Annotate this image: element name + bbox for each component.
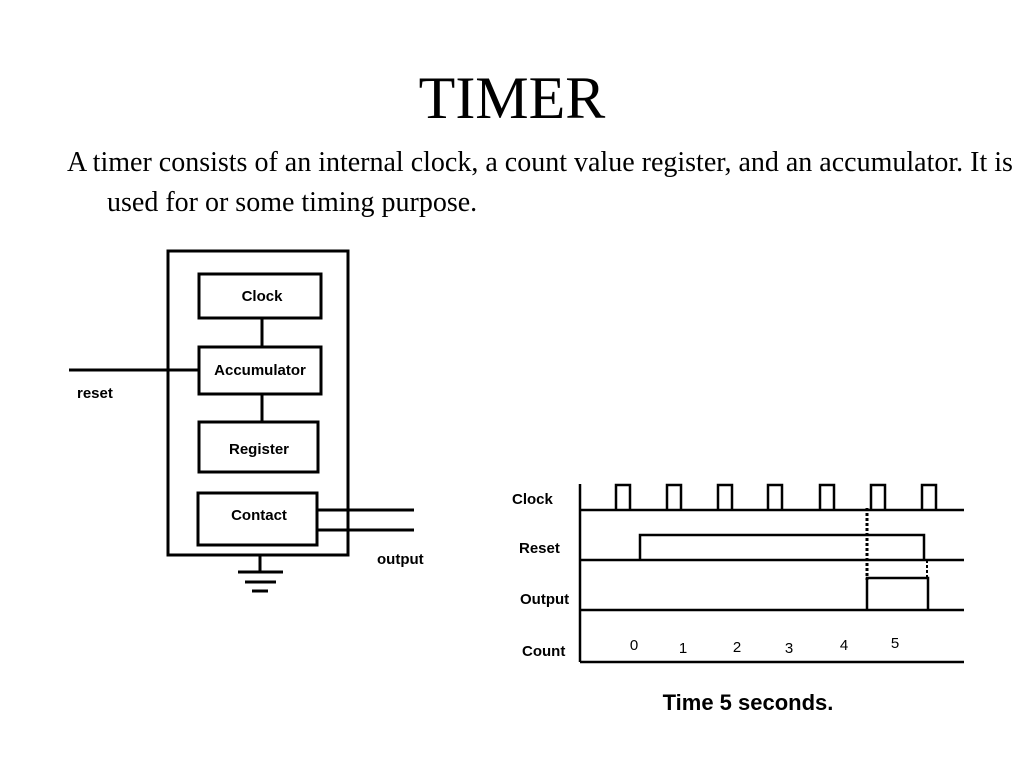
register-block	[197, 420, 320, 474]
count-value: 0	[630, 637, 638, 654]
clock-pulse	[716, 483, 734, 510]
timing-caption: Time 5 seconds.	[663, 690, 834, 715]
clock-pulse	[818, 483, 836, 510]
timer-block-diagram	[69, 249, 414, 593]
count-value: 2	[733, 639, 741, 656]
clock-pulse	[766, 483, 784, 510]
accumulator-block-label: Accumulator	[214, 362, 306, 379]
reset-label: reset	[77, 385, 113, 402]
count-value: 3	[785, 640, 793, 657]
output-signal-label: Output	[520, 591, 569, 608]
clock-block	[197, 272, 323, 320]
count-value: 4	[840, 637, 848, 654]
register-block-label: Register	[229, 441, 289, 458]
clock-pulse	[665, 483, 683, 510]
timer-outer-box	[166, 249, 350, 557]
slide-description: A timer consists of an internal clock, a…	[67, 147, 1013, 218]
clock-pulse	[614, 483, 632, 510]
output-pulse	[865, 576, 930, 610]
count-signal-label: Count	[522, 643, 565, 660]
output-label: output	[377, 551, 424, 568]
slide-title: TIMER	[418, 65, 606, 131]
clock-block-label: Clock	[242, 288, 284, 305]
clock-pulse	[920, 483, 938, 510]
count-value: 5	[891, 635, 899, 652]
reset-pulse	[638, 533, 926, 560]
contact-block	[196, 491, 319, 547]
clock-pulse	[869, 483, 887, 510]
clock-signal-label: Clock	[512, 491, 554, 508]
reset-signal-label: Reset	[519, 540, 560, 557]
timing-diagram	[578, 483, 964, 664]
count-value: 1	[679, 640, 687, 657]
contact-block-label: Contact	[231, 507, 287, 524]
